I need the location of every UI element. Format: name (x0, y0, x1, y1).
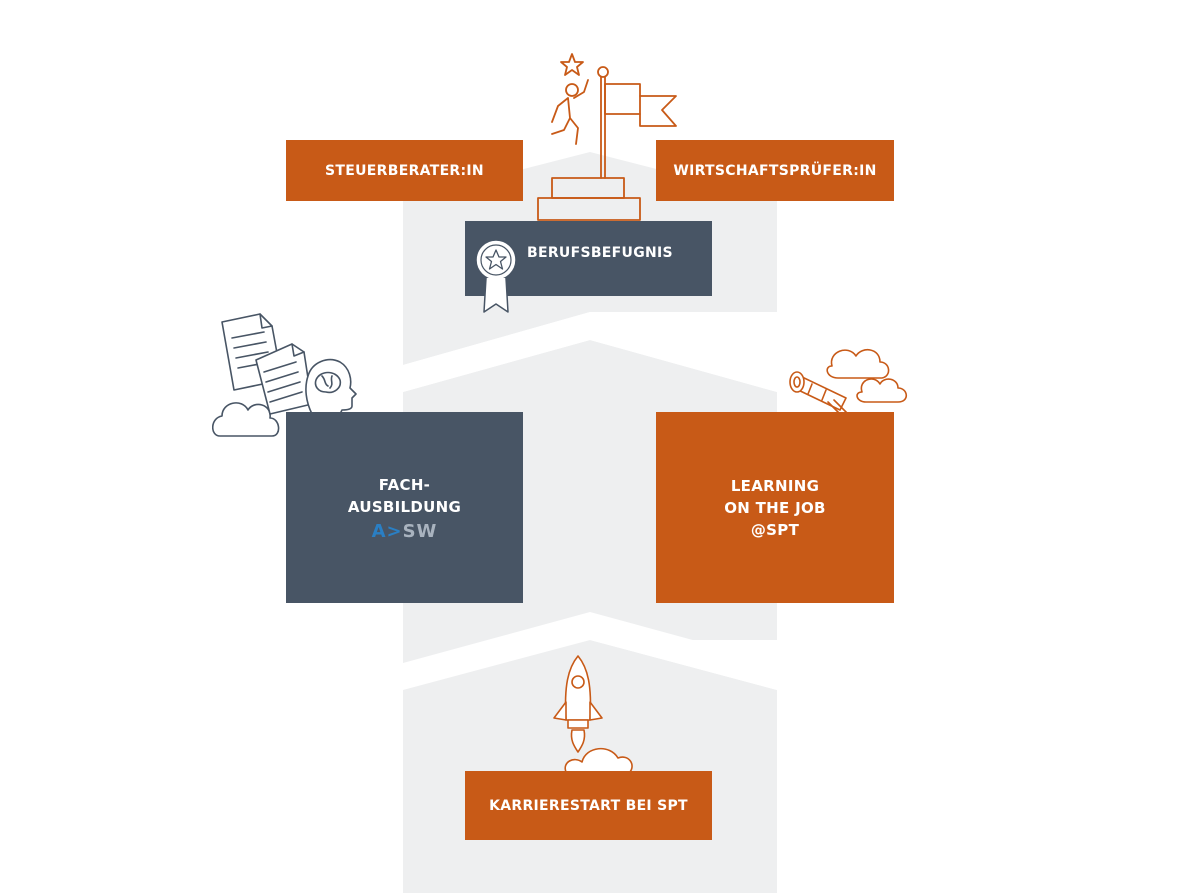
documents-brain-cloud-icon (212, 310, 362, 440)
chevron-gap-upper (403, 312, 777, 392)
karrierestart-label: KARRIERESTART BEI SPT (489, 797, 688, 814)
asw-logo-a: A (371, 520, 387, 542)
fachausbildung-label-line1: FACH- (378, 475, 431, 494)
steuerberater-box: STEUERBERATER:IN (286, 140, 523, 201)
asw-logo-sw: SW (402, 520, 438, 542)
asw-logo-arrow: > (386, 520, 403, 542)
learning-label-line2: ON THE JOB (724, 498, 826, 517)
chevron-gap-lower (403, 612, 777, 690)
wirtschaftspruefer-label: WIRTSCHAFTSPRÜFER:IN (673, 162, 877, 179)
fachausbildung-label-line2: AUSBILDUNG (347, 497, 462, 516)
learning-label-line3: @SPT (750, 520, 800, 539)
wirtschaftspruefer-box: WIRTSCHAFTSPRÜFER:IN (656, 140, 894, 201)
learning-label-line1: LEARNING (730, 476, 820, 495)
steuerberater-label: STEUERBERATER:IN (325, 162, 484, 179)
award-badge-icon (474, 238, 518, 316)
learning-on-the-job-box: LEARNING ON THE JOB @SPT (656, 412, 894, 603)
asw-logo: A>SW (371, 520, 438, 542)
telescope-clouds-icon (786, 340, 916, 420)
fachausbildung-box: FACH- AUSBILDUNG A>SW (286, 412, 523, 603)
berufsbefugnis-label: BERUFSBEFUGNIS (527, 245, 673, 261)
karrierestart-box: KARRIERESTART BEI SPT (465, 771, 712, 840)
climber-flag-podium-icon (530, 48, 690, 224)
rocket-cloud-icon (548, 654, 648, 774)
